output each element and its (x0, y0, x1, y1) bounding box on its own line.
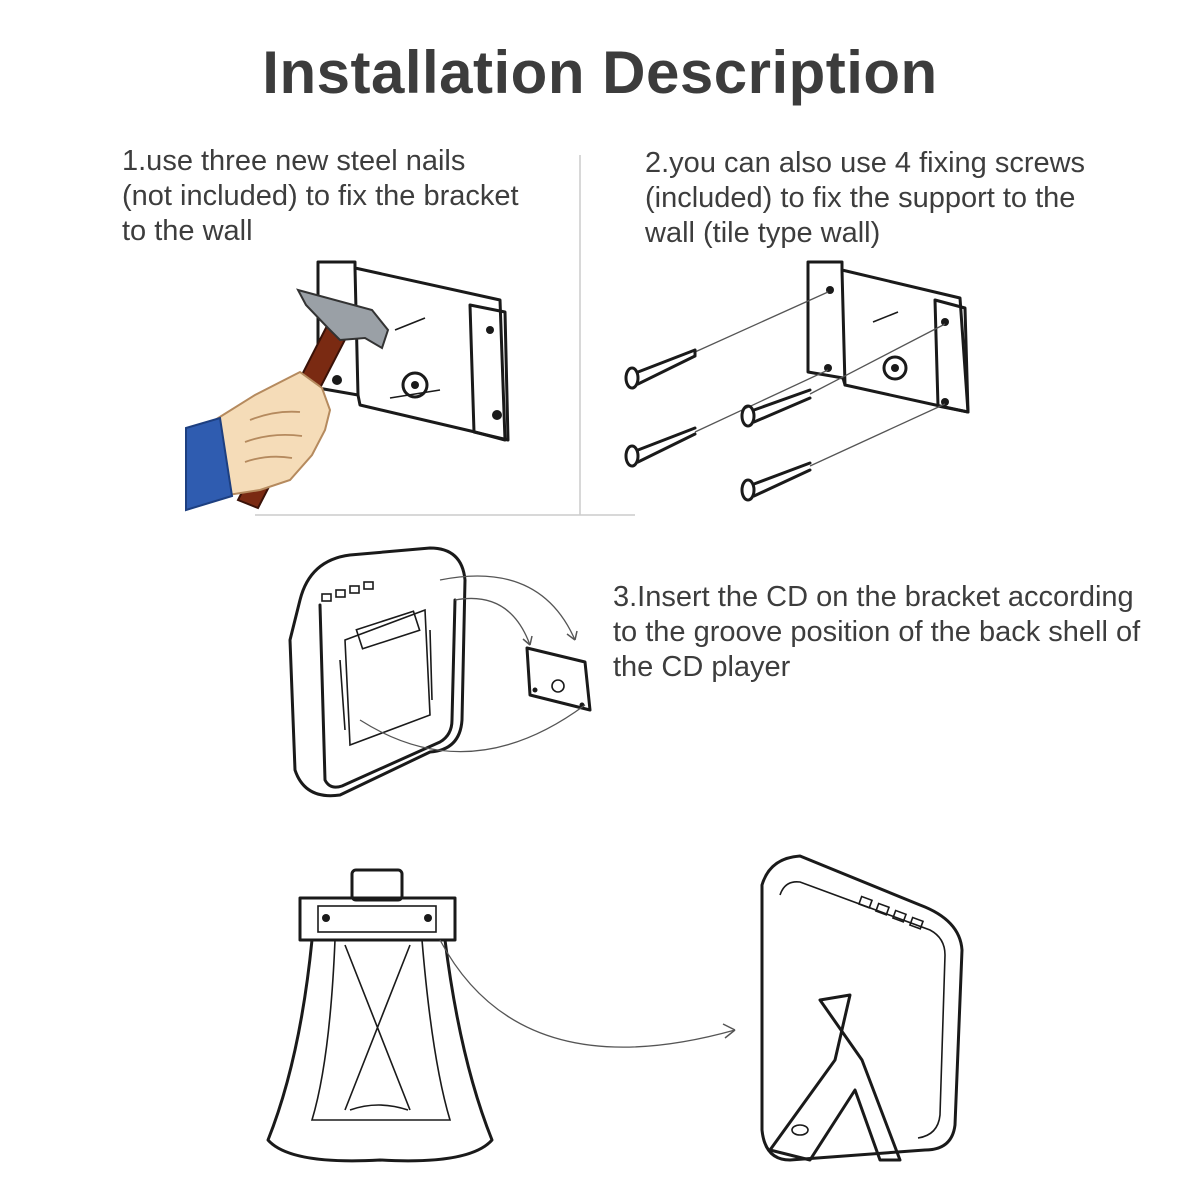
page-title: Installation Description (262, 39, 938, 106)
stand-arrow (439, 939, 736, 1048)
step-2-text: 2.you can also use 4 fixing screws (incl… (645, 147, 1086, 249)
cd-player-back (288, 546, 467, 798)
screw-bottom-left (624, 426, 697, 468)
wall-bracket-2 (806, 260, 970, 414)
cd-player-on-stand (760, 854, 964, 1162)
hand (185, 370, 332, 512)
step-1-text: 1.use three new steel nails (not include… (122, 145, 519, 247)
screw-bottom-right (740, 461, 812, 502)
arrow-head (722, 1023, 736, 1039)
small-bracket (525, 646, 592, 712)
screw-guides (694, 291, 946, 467)
insertion-arrows (359, 575, 586, 753)
screw-top-left (624, 348, 697, 390)
step-3-text: 3.Insert the CD on the bracket according… (613, 581, 1141, 683)
stand-bracket (266, 868, 494, 1163)
screw-top-right (740, 388, 812, 428)
